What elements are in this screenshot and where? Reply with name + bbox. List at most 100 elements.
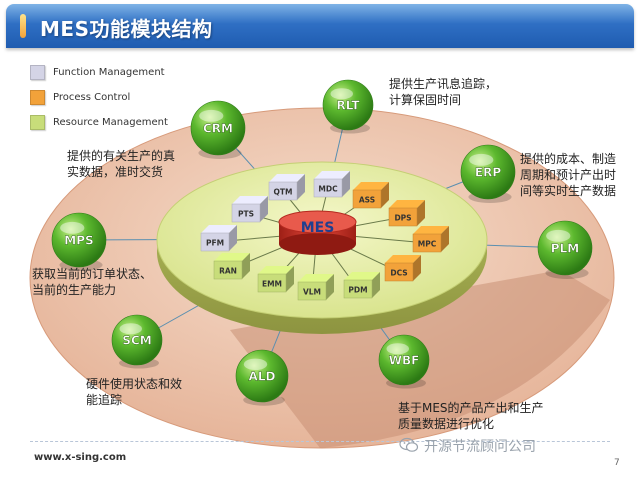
system-node-label: WBF	[389, 354, 420, 368]
system-node-scm[interactable]: SCM	[111, 314, 163, 369]
system-node-highlight	[199, 109, 224, 122]
system-node-ball	[378, 334, 430, 386]
module-cube-front	[257, 273, 287, 293]
module-cube-top	[344, 272, 380, 280]
system-node-wbf[interactable]: WBF	[378, 334, 430, 389]
module-cube-dcs[interactable]: DCS	[384, 255, 421, 282]
module-cube-top	[201, 225, 237, 233]
module-cube-label: PTS	[238, 210, 254, 219]
module-cube-side	[297, 174, 305, 200]
mes-core-label: MES	[301, 220, 335, 236]
system-node-highlight	[119, 323, 142, 335]
module-cube-label: MPC	[418, 240, 437, 249]
note-erp: 提供的成本、制造 周期和预计产出时 间等实时生产数据	[520, 151, 616, 199]
system-node-highlight	[386, 343, 409, 355]
module-cube-ass[interactable]: ASS	[352, 182, 389, 209]
legend-swatch-process	[30, 89, 45, 105]
legend-item-function: Function Management	[30, 64, 165, 80]
module-cube-side	[229, 225, 237, 251]
note-erp-line: 周期和预计产出时	[520, 168, 617, 182]
module-cube-label: MDC	[318, 185, 338, 194]
module-cube-vlm[interactable]: VLM	[297, 274, 334, 301]
system-node-plm[interactable]: PLM	[537, 220, 593, 279]
system-node-ball	[235, 349, 289, 403]
module-cube-label: DPS	[394, 214, 411, 223]
module-cube-emm[interactable]: EMM	[257, 266, 294, 293]
title-bar: MES功能模块结构	[6, 4, 634, 48]
system-node-label: CRM	[203, 122, 233, 136]
module-cube-label: VLM	[303, 288, 321, 297]
module-cubes: PTS QTM MDC PFM ASS DPS MPC DCS RAN EMM VLM PDM	[200, 171, 449, 301]
module-cube-pdm[interactable]: PDM	[343, 272, 380, 299]
wechat-account-name: 开源节流顾问公司	[424, 439, 536, 455]
system-node-mps[interactable]: MPS	[51, 212, 107, 271]
system-node-rlt[interactable]: RLT	[322, 79, 374, 134]
note-wbf-line: 质量数据进行优化	[398, 417, 495, 431]
note-mps-line: 当前的生产能力	[32, 283, 117, 297]
module-cube-top	[269, 174, 305, 182]
system-node-ald[interactable]: ALD	[235, 349, 289, 406]
module-cube-side	[326, 274, 334, 300]
note-wbf-line: 基于MES的产品产出和生产	[398, 401, 544, 415]
module-cube-label: ASS	[359, 196, 375, 205]
module-cube-front	[200, 232, 230, 252]
module-cube-front	[343, 279, 373, 299]
note-rlt-line: 提供生产讯息追踪，	[389, 77, 498, 91]
system-node-crm[interactable]: CRM	[190, 100, 246, 159]
legend-label-function: Function Management	[53, 66, 165, 78]
note-crm-line: 提供的有关生产的真	[67, 149, 176, 163]
module-cube-front	[213, 260, 243, 280]
legend-swatch-function	[30, 64, 45, 80]
system-node-ball	[322, 79, 374, 131]
note-crm-line: 实数据，准时交货	[67, 165, 164, 179]
mes-core-top	[278, 210, 357, 234]
module-cube-mdc[interactable]: MDC	[313, 171, 350, 198]
system-node-ball	[190, 100, 246, 156]
system-node-label: MPS	[64, 234, 93, 248]
mes-core-bottom	[279, 233, 356, 255]
module-cube-side	[342, 171, 350, 197]
module-cube-mpc[interactable]: MPC	[412, 226, 449, 253]
note-mps-line: 获取当前的订单状态、	[32, 267, 153, 281]
module-cube-top	[214, 253, 250, 261]
module-cube-top	[314, 171, 350, 179]
note-scm: 硬件使用状态和效 能追踪	[86, 376, 182, 408]
wechat-icon	[399, 437, 419, 452]
note-mps: 获取当前的订单状态、 当前的生产能力	[32, 266, 152, 298]
module-cube-top	[413, 226, 449, 234]
module-cube-label: RAN	[219, 267, 237, 276]
system-node-ball	[111, 314, 163, 366]
note-rlt: 提供生产讯息追踪， 计算保固时间	[389, 76, 497, 108]
module-cube-top	[258, 266, 294, 274]
system-node-erp[interactable]: ERP	[460, 144, 516, 203]
system-node-ball	[460, 144, 516, 200]
module-cube-label: EMM	[262, 280, 282, 289]
note-erp-line: 提供的成本、制造	[520, 152, 617, 166]
module-cube-top	[298, 274, 334, 282]
system-node-highlight	[60, 221, 85, 234]
note-crm: 提供的有关生产的真 实数据，准时交货	[67, 148, 175, 180]
module-cube-label: DCS	[390, 269, 407, 278]
module-cube-ran[interactable]: RAN	[213, 253, 250, 280]
system-nodes: CRM RLT ERP MPS PLM SCM ALD WBF	[51, 79, 593, 406]
module-cube-pts[interactable]: PTS	[231, 196, 268, 223]
module-cube-front	[352, 189, 382, 209]
module-cube-side	[441, 226, 449, 252]
module-cube-pfm[interactable]: PFM	[200, 225, 237, 252]
module-cube-qtm[interactable]: QTM	[268, 174, 305, 201]
legend-item-process: Process Control	[30, 89, 130, 105]
module-cube-top	[385, 255, 421, 263]
module-cube-top	[232, 196, 268, 204]
footer-url[interactable]: www.x-sing.com	[34, 452, 127, 463]
module-cube-dps[interactable]: DPS	[388, 200, 425, 227]
module-cube-label: PFM	[206, 239, 224, 248]
note-scm-line: 硬件使用状态和效	[86, 377, 183, 391]
note-scm-line: 能追踪	[86, 393, 123, 407]
module-cube-top	[353, 182, 389, 190]
module-cube-side	[381, 182, 389, 208]
footer-divider	[30, 441, 610, 442]
system-node-label: SCM	[122, 334, 151, 348]
system-node-label: ERP	[475, 166, 501, 180]
